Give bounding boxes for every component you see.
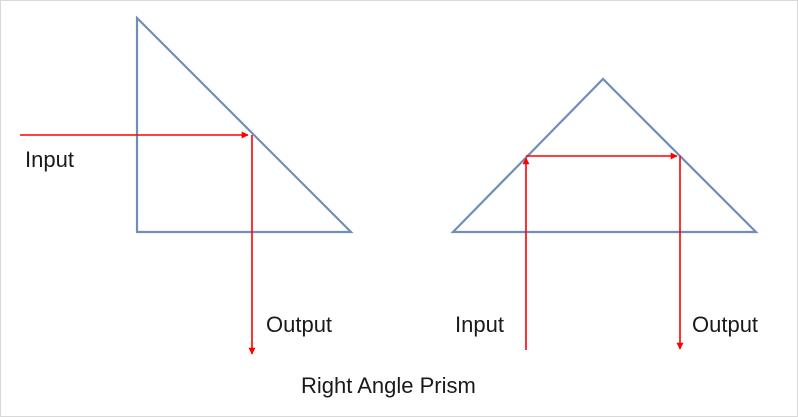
left-input-label: Input (25, 147, 74, 172)
right-output-label: Output (692, 312, 758, 337)
right-input-label: Input (455, 312, 504, 337)
left-prism-triangle (135, 15, 354, 234)
right-prism-group: Input Output (450, 77, 759, 350)
left-output-label: Output (266, 312, 332, 337)
left-prism-group: Input Output (20, 15, 354, 355)
figure-caption: Right Angle Prism (301, 373, 476, 398)
